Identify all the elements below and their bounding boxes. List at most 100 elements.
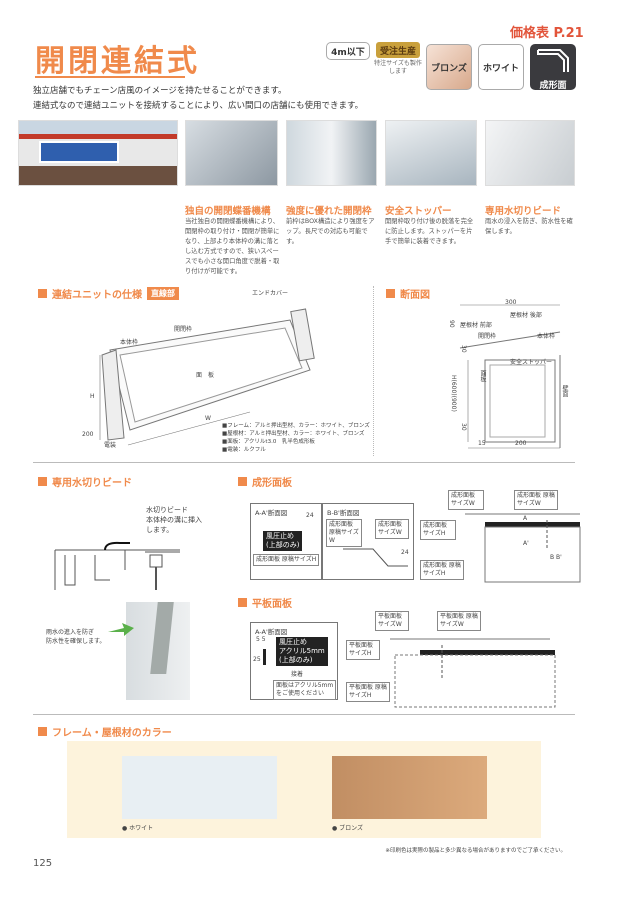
label-b: B B' bbox=[550, 554, 562, 561]
swatch-bronze-label: ● ブロンズ bbox=[332, 825, 364, 832]
wind-stop-label: 風圧止めアクリル5mm(上部のみ) bbox=[276, 637, 328, 666]
b2-mark: B' bbox=[556, 554, 562, 561]
bullet-square bbox=[38, 477, 47, 486]
frame-photo bbox=[286, 120, 377, 186]
bullet-square bbox=[238, 598, 247, 607]
feature-title: 専用水切りビード bbox=[485, 206, 562, 217]
dim-top: 30 bbox=[460, 345, 467, 353]
bullet-square bbox=[238, 477, 247, 486]
note-line: 雨水の進入を防ぎ bbox=[46, 629, 95, 636]
bronze-badge: ブロンズ bbox=[426, 44, 472, 90]
molded-panel-title: 成形面板 bbox=[252, 478, 292, 489]
intro-line: 独立店舗でもチェーン店風のイメージを持たせることができます。 bbox=[33, 86, 287, 96]
label-orig-h: 平板面板 原稿サイズH bbox=[346, 682, 390, 702]
feature-title: 強度に優れた開閉枠 bbox=[286, 206, 372, 217]
dim-height: H(600)(900) bbox=[450, 375, 457, 412]
flat-aa-section: A-A'断面図 5 5 25 風圧止めアクリル5mm(上部のみ) 接着 面板はア… bbox=[250, 622, 338, 700]
molded-panel-icon bbox=[537, 49, 569, 72]
swatch-bronze bbox=[332, 756, 487, 819]
flat-front-diagram bbox=[390, 638, 556, 708]
dim-24: 24 bbox=[401, 549, 409, 556]
label-orig-h: 成形面板 原稿サイズH bbox=[253, 554, 320, 566]
unit-spec-title: 連結ユニットの仕様 bbox=[52, 290, 142, 301]
label-electric: 電装 bbox=[104, 442, 117, 449]
bead-photo-closeup bbox=[126, 602, 190, 700]
bead-photo bbox=[485, 120, 575, 186]
wind-stop-bar bbox=[263, 649, 266, 665]
title-underline bbox=[35, 76, 185, 78]
section-heading: 断面図 bbox=[386, 286, 430, 301]
wind-stop-line: 風圧止め bbox=[279, 638, 307, 646]
label-orig-w: 成形面板 原稿サイズW bbox=[514, 490, 558, 510]
flat-panel-title: 平板面板 bbox=[252, 599, 292, 610]
bullet-square bbox=[38, 289, 47, 298]
stopper-photo bbox=[385, 120, 477, 186]
dim-width: 300 bbox=[505, 299, 517, 306]
label-size-w: 成形面板 サイズW bbox=[448, 490, 484, 510]
molded-panel-heading: 成形面板 bbox=[238, 474, 292, 489]
section-divider bbox=[33, 462, 575, 463]
molded-aa-section: A-A'断面図 24 風圧止め(上部のみ) 成形面板 原稿サイズH bbox=[250, 503, 322, 580]
feature-text: 前枠はBOX構造により強度をアップ。長尺での対応も可能です。 bbox=[286, 218, 375, 245]
swatch-label: ブロンズ bbox=[339, 825, 364, 832]
callout-line: します。 bbox=[146, 526, 174, 534]
color-note: ※印刷色は実際の製品と多少異なる場合がありますのでご了承ください。 bbox=[385, 848, 566, 854]
a-mark: A bbox=[523, 515, 528, 522]
swatch-white bbox=[122, 756, 277, 819]
bead-heading: 専用水切りビード bbox=[38, 474, 132, 489]
label-size-h: 成形面板 サイズH bbox=[420, 520, 456, 540]
colors-title: フレーム・屋根材のカラー bbox=[52, 728, 172, 739]
label-open-frame: 開閉枠 bbox=[478, 333, 497, 340]
storefront-photo bbox=[18, 120, 178, 186]
wind-stop-line: (上部のみ) bbox=[266, 541, 300, 549]
label-orig-h: 成形面板 原稿サイズH bbox=[420, 560, 464, 580]
feature-hinge: 独自の開閉蝶番機構 当社独自の開閉蝶番機構により、開閉枠の取り付け・開閉が簡単に… bbox=[185, 203, 280, 277]
aa-title: A-A'断面図 bbox=[255, 509, 288, 517]
bb-profile bbox=[343, 548, 408, 567]
bead-note: 雨水の進入を防ぎ 防水性を確保します。 bbox=[46, 628, 105, 646]
dim-bottom: 30 bbox=[460, 423, 467, 431]
label-open-frame: 開閉枠 bbox=[174, 326, 193, 333]
order-badge: 受注生産 bbox=[376, 42, 420, 58]
callout-line: 本体枠の溝に挿入 bbox=[146, 516, 202, 524]
section-diagram bbox=[459, 304, 561, 449]
label-orig-w: 平板面板 原稿サイズW bbox=[437, 611, 481, 631]
page-number: 125 bbox=[33, 858, 53, 869]
wind-stop-line: 風圧止め bbox=[266, 532, 294, 540]
section-title: 断面図 bbox=[400, 290, 430, 301]
dim-24: 24 bbox=[306, 512, 314, 519]
bullet-square bbox=[38, 727, 47, 736]
dim-roof-h: 90 bbox=[448, 320, 455, 328]
label-panel: 面 板 bbox=[196, 372, 215, 379]
feature-title: 独自の開閉蝶番機構 bbox=[185, 206, 271, 217]
molded-bb-section: B-B'断面図 成形面板 原稿サイズW 成形面板 サイズW 24 bbox=[322, 503, 414, 580]
unit-specs: ■フレーム：アルミ押出型材、カラー：ホワイト、ブロンズ ■屋根材：アルミ押出型材… bbox=[222, 422, 370, 454]
flat-panel-heading: 平板面板 bbox=[238, 595, 292, 610]
dim-b: 5 bbox=[261, 636, 266, 643]
molded-badge: 成形面 bbox=[530, 44, 576, 91]
bb-title: B-B'断面図 bbox=[327, 509, 360, 517]
wind-stop-line: (上部のみ) bbox=[279, 656, 313, 664]
label-stopper: 安全ストッパー bbox=[510, 359, 553, 366]
molded-front-diagram bbox=[465, 513, 581, 583]
note-line: 面板はアクリル5mm bbox=[276, 682, 334, 689]
bullet-square bbox=[386, 289, 395, 298]
feature-text: 開閉枠取り付け後の脱落を完全に防止します。ストッパーを片手で簡単に装着できます。 bbox=[385, 218, 474, 245]
label-w: W bbox=[205, 415, 211, 422]
dim-a: 5 bbox=[256, 636, 260, 643]
label-roof-front: 屋根材 前部 bbox=[460, 322, 492, 329]
label-size-w: 平板面板 サイズW bbox=[375, 611, 409, 631]
label-roof-back: 屋根材 後部 bbox=[510, 312, 542, 319]
bead-strip bbox=[150, 602, 174, 674]
sign-graphic bbox=[39, 141, 119, 163]
dims-5-5: 5 5 bbox=[256, 636, 266, 643]
page-title: 開閉連結式 bbox=[35, 44, 200, 79]
unit-spec-heading: 連結ユニットの仕様 直線部 bbox=[38, 286, 179, 301]
unit-diagram bbox=[99, 308, 315, 446]
hinge-photo bbox=[185, 120, 278, 186]
dim-depth: 200 bbox=[515, 440, 527, 447]
feature-stopper: 安全ストッパー 開閉枠取り付け後の脱落を完全に防止します。ストッパーを片手で簡単… bbox=[385, 203, 478, 247]
aa-title: A-A'断面図 bbox=[255, 628, 288, 636]
bead-diagram bbox=[54, 541, 180, 590]
